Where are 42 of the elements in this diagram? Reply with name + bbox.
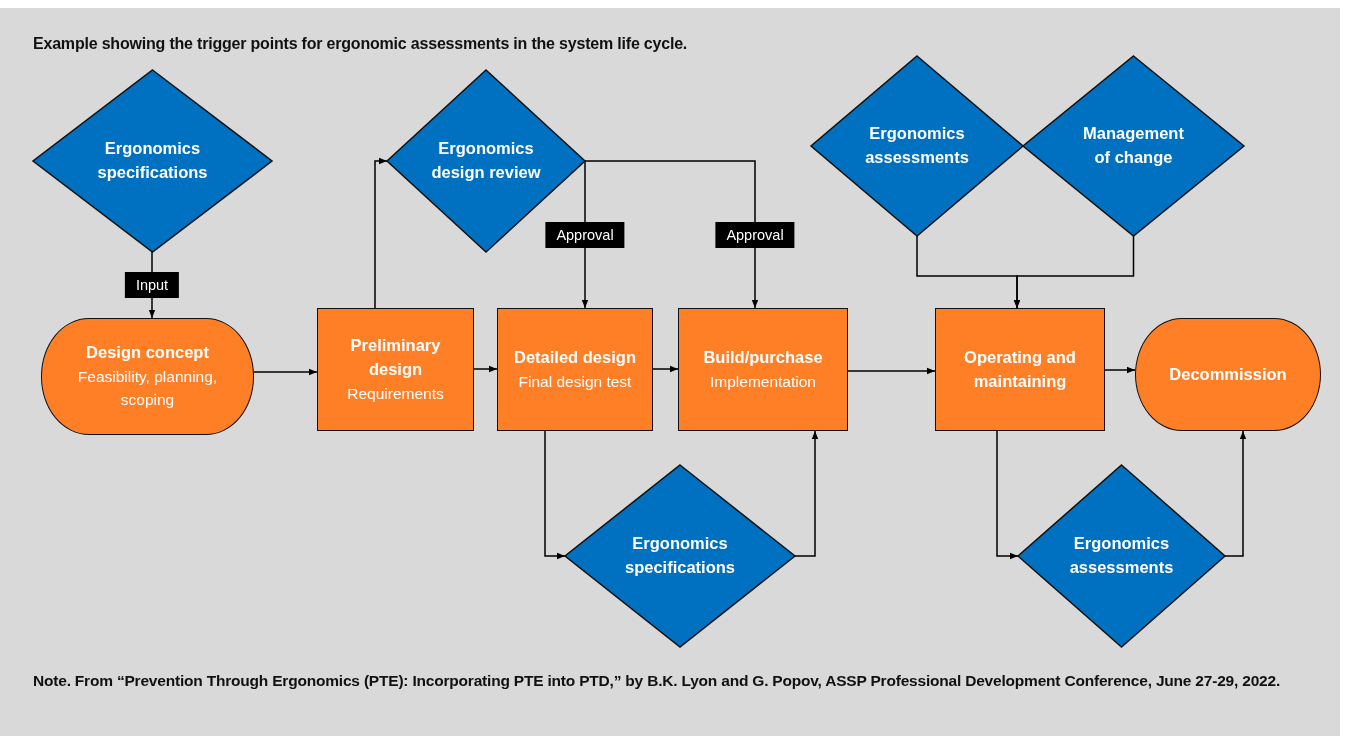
decision-diamond [33,70,272,252]
node-title: Build/purchase [703,346,823,368]
process-box [678,308,848,431]
node-title: Ergonomics specifications [96,138,209,183]
arrow [652,365,679,373]
node-title: Ergonomics assessments [864,123,970,168]
arrow [1104,366,1136,374]
decision-diamond [1018,465,1225,647]
arrow [544,430,566,560]
arrow [584,160,759,309]
node-subtitle: Final design test [518,371,632,392]
edge-label: Approval [545,221,625,248]
arrow [253,368,318,376]
decision-diamond [811,56,1023,236]
arrow [1224,430,1247,557]
node-title: Ergonomics assessments [1068,533,1175,578]
arrow [996,430,1019,560]
process-box [497,308,653,431]
node-title: Detailed design [514,346,636,368]
caption-note: Note. From “Prevention Through Ergonomics (PTE): Incorporating PTE into PTD,” by B.K. Lyon and G. Popov, ASSP Professional Development Conference, June 27-29, 2022. [33,671,1281,691]
arrow [794,430,819,557]
node-title: Design concept [86,342,209,364]
arrow [374,157,388,309]
node-title: Preliminary design [349,334,442,380]
node-subtitle: Requirements [347,383,444,404]
node-title: Ergonomics specifications [623,533,736,578]
node-subtitle: Feasibility, planning, scoping [76,367,219,411]
node-subtitle: Implementation [710,371,816,392]
process-box [317,308,474,431]
arrow [1013,235,1135,309]
node-title: Management of change [1082,123,1185,168]
title: Example showing the trigger points for ergonomic assessments in the system life cycle. [33,35,688,53]
process-box [935,308,1105,431]
decision-diamond [565,465,795,647]
arrow [473,365,498,373]
node-title: Ergonomics design review [430,138,542,183]
edge-label: Approval [715,221,795,248]
node-title: Operating and maintaining [963,346,1077,392]
node-title: Decommission [1169,363,1287,385]
edge-label: Input [124,272,180,298]
arrow [847,367,936,375]
decision-diamond [1023,56,1244,236]
